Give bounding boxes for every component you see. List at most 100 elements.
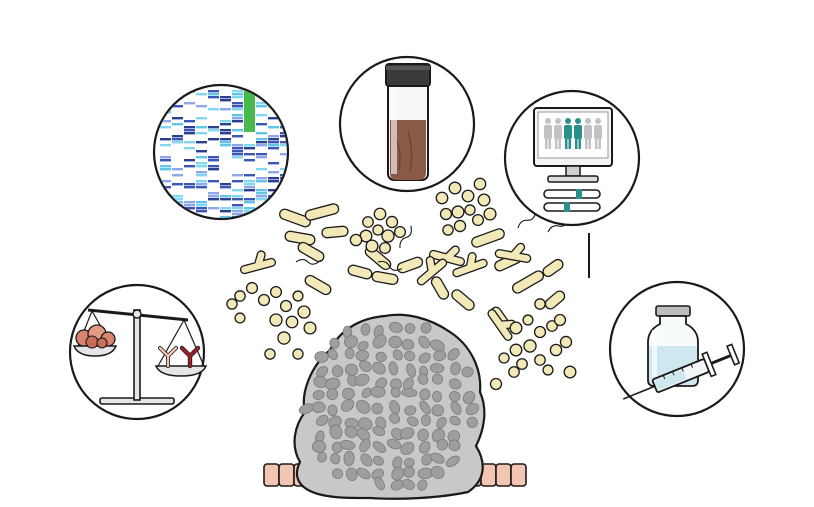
tumor-cell bbox=[317, 451, 327, 463]
rod-bacterium bbox=[451, 289, 475, 311]
tumor-cell bbox=[417, 428, 429, 442]
coccus-bacterium bbox=[381, 229, 395, 243]
coccus-bacterium bbox=[559, 335, 573, 349]
tumor-cell bbox=[417, 373, 429, 385]
tumor bbox=[293, 313, 486, 500]
tumor-cell bbox=[356, 467, 371, 480]
tumor-cell bbox=[339, 439, 356, 451]
tumor-cell bbox=[389, 400, 401, 415]
branched-bacterium bbox=[239, 250, 277, 275]
tumor-cell bbox=[432, 390, 442, 403]
coccus-bacterium bbox=[372, 224, 384, 236]
coccus-bacterium bbox=[285, 315, 299, 329]
coccus-bacterium bbox=[498, 352, 510, 364]
rod-bacterium bbox=[511, 270, 545, 294]
coccus-bacterium bbox=[471, 213, 485, 227]
tumor-cell bbox=[420, 414, 431, 427]
tumor-cell bbox=[404, 405, 417, 416]
tumor-cell bbox=[401, 388, 418, 398]
coccus-bacterium bbox=[477, 193, 491, 207]
sequencing-panel bbox=[152, 83, 290, 221]
tumor-cell bbox=[420, 322, 432, 334]
tumor-cell bbox=[404, 323, 416, 334]
tumor-cell bbox=[329, 424, 343, 440]
coccus-bacterium bbox=[378, 241, 392, 255]
rod-bacterium bbox=[430, 276, 450, 300]
coccus-bacterium bbox=[534, 354, 546, 366]
tumor-cell bbox=[400, 441, 415, 456]
tumor-cell bbox=[403, 466, 415, 478]
rod-bacterium bbox=[284, 230, 316, 246]
tumor-cell bbox=[449, 391, 461, 402]
tumor-cell bbox=[388, 335, 403, 349]
coccus-bacterium bbox=[451, 205, 465, 219]
tumor-cell bbox=[429, 363, 445, 374]
tumor-cell bbox=[344, 426, 358, 438]
coccus-bacterium bbox=[264, 348, 276, 360]
tumor-cell bbox=[360, 323, 371, 336]
tumor-cell bbox=[402, 479, 415, 490]
coccus-bacterium bbox=[297, 305, 311, 319]
coccus-bacterium bbox=[508, 366, 520, 378]
coccus-bacterium bbox=[563, 365, 577, 379]
patient-icon bbox=[564, 118, 572, 149]
rod-bacterium bbox=[304, 274, 332, 296]
coccus-bacterium bbox=[385, 215, 399, 229]
coccus-bacterium bbox=[483, 207, 497, 221]
patient-icon bbox=[544, 118, 552, 149]
tumor-cell bbox=[327, 348, 338, 361]
tumor-cell bbox=[449, 415, 461, 426]
tumor-cell bbox=[359, 438, 371, 453]
tumor-cell bbox=[447, 430, 461, 443]
balance-scale-icon bbox=[72, 308, 208, 405]
tumor-cell bbox=[407, 416, 419, 427]
rod-bacterium bbox=[321, 225, 349, 239]
tumor-cell bbox=[344, 335, 358, 349]
coccus-bacterium bbox=[269, 313, 283, 327]
tumor-cell bbox=[314, 351, 329, 363]
tumor-cell bbox=[344, 363, 358, 377]
flagellum bbox=[377, 260, 403, 271]
branched-bacterium bbox=[494, 242, 532, 263]
stool-panel bbox=[338, 55, 476, 193]
coccus-bacterium bbox=[292, 290, 304, 302]
tumor-cell bbox=[375, 351, 387, 363]
tumor-cell bbox=[316, 414, 329, 427]
tumor-cell bbox=[418, 352, 431, 364]
tumor-cells bbox=[298, 321, 480, 491]
branched-bacterium bbox=[452, 252, 488, 278]
coccus-bacterium bbox=[448, 181, 462, 195]
coccus-bacterium bbox=[303, 321, 317, 335]
tumor-cell bbox=[311, 401, 326, 413]
coccus-bacterium bbox=[453, 219, 467, 233]
coccus-bacterium bbox=[257, 293, 271, 307]
tumor-cell bbox=[361, 387, 372, 398]
rod-bacterium bbox=[347, 264, 373, 280]
coccus-bacterium bbox=[292, 348, 304, 360]
coccus-bacterium bbox=[461, 189, 475, 203]
patient-icon bbox=[554, 118, 562, 149]
tumor-cell bbox=[431, 373, 444, 385]
coccus-bacterium bbox=[509, 321, 523, 335]
coccus-bacterium bbox=[553, 313, 567, 327]
coccus-bacterium bbox=[362, 216, 374, 228]
epithelial-cell bbox=[510, 463, 527, 487]
tumor-cell bbox=[316, 366, 329, 378]
tumor-cell bbox=[370, 386, 386, 398]
tumor-cell bbox=[419, 400, 431, 415]
tumor-cell bbox=[345, 467, 358, 482]
vaccine-panel bbox=[608, 280, 746, 418]
clinical-panel bbox=[503, 89, 641, 227]
tumor-cell bbox=[418, 441, 431, 454]
coccus-bacterium bbox=[226, 298, 238, 310]
patient-icon bbox=[594, 118, 602, 149]
coccus-bacterium bbox=[533, 325, 547, 339]
tumor-cell bbox=[386, 439, 402, 450]
antibody-icon bbox=[158, 345, 201, 369]
coccus-bacterium bbox=[393, 225, 407, 239]
tumor-cell bbox=[312, 390, 325, 400]
flagellum bbox=[517, 210, 537, 229]
tumor-cell bbox=[354, 373, 370, 387]
coccus-bacterium bbox=[234, 290, 246, 302]
